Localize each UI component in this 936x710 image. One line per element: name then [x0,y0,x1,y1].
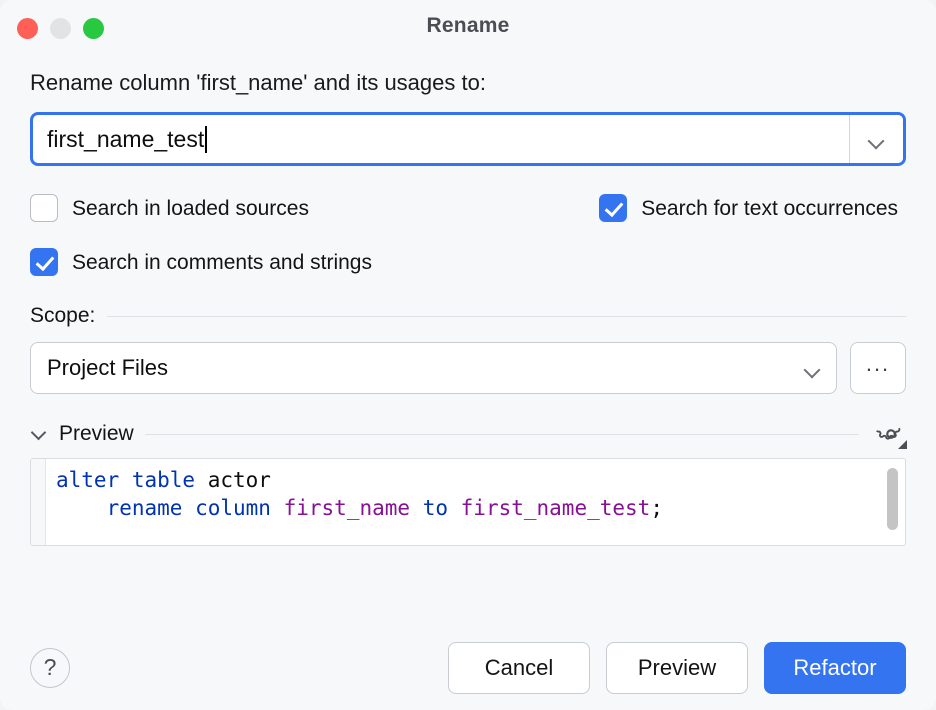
code-token [271,496,284,520]
dialog-footer: ? Cancel Preview Refactor [0,626,936,710]
preview-section-header: Preview [30,419,907,449]
preview-button[interactable]: Preview [606,642,748,694]
chevron-down-icon [805,364,820,373]
options-row-2: Search in comments and strings [30,242,906,282]
code-token: to [422,495,448,520]
close-button[interactable] [17,18,38,39]
code-token [195,468,208,492]
new-name-history-button[interactable] [849,115,903,163]
code-line: rename column first_name to first_name_t… [56,495,905,523]
code-token [448,496,461,520]
search-options: Search in loaded sources Search for text… [30,188,906,282]
scope-section-header: Scope: [30,304,906,328]
new-name-input[interactable]: first_name_test [33,115,849,163]
text-caret [205,125,208,153]
code-token [56,496,107,520]
checkbox-loaded-sources[interactable] [30,194,58,222]
options-row-1: Search in loaded sources Search for text… [30,188,906,228]
scope-label: Scope: [30,304,96,327]
code-scrollbar[interactable] [887,468,898,530]
option-label-comments-strings: Search in comments and strings [72,250,372,274]
code-token: actor [207,468,271,492]
preview-code: alter table actor rename column first_na… [46,459,905,545]
cancel-button[interactable]: Cancel [448,642,590,694]
code-token [410,496,423,520]
refactor-button[interactable]: Refactor [764,642,906,694]
prompt-label: Rename column 'first_name' and its usage… [30,70,486,95]
option-label-loaded-sources: Search in loaded sources [72,196,309,220]
code-token: first_name_test [460,495,651,520]
title-bar: Rename [0,0,936,56]
new-name-field[interactable]: first_name_test [30,112,906,166]
option-comments-strings[interactable]: Search in comments and strings [30,248,372,276]
scope-more-button[interactable]: ... [850,342,906,394]
preview-code-box[interactable]: alter table actor rename column first_na… [30,458,906,546]
footer-buttons: Cancel Preview Refactor [448,642,906,694]
checkbox-comments-strings[interactable] [30,248,58,276]
code-token: first_name [283,495,411,520]
option-text-occurrences[interactable]: Search for text occurrences [599,194,906,222]
dialog-content: Rename column 'first_name' and its usage… [0,72,936,546]
dropdown-triangle-icon [898,440,907,449]
preview-divider [144,433,859,435]
chevron-down-icon[interactable] [30,425,48,443]
window-title: Rename [426,14,510,37]
code-token: rename column [106,495,271,520]
minimize-button[interactable] [50,18,71,39]
chevron-down-icon [869,135,884,144]
gear-icon[interactable] [876,419,907,449]
code-token: alter table [56,468,196,492]
checkbox-text-occurrences[interactable] [599,194,628,222]
code-line: alter table actor [56,467,905,495]
zoom-button[interactable] [83,18,104,39]
help-button[interactable]: ? [30,648,70,688]
code-token: ; [650,495,663,520]
window-controls [17,18,104,39]
scope-controls: Project Files ... [30,342,906,394]
scope-selected-value: Project Files [47,355,169,380]
preview-label: Preview [59,422,134,445]
new-name-value: first_name_test [47,125,205,152]
option-loaded-sources[interactable]: Search in loaded sources [30,194,309,222]
code-gutter [31,459,46,545]
scope-select[interactable]: Project Files [30,342,837,394]
option-label-text-occurrences: Search for text occurrences [641,196,898,220]
scope-divider [107,315,906,317]
